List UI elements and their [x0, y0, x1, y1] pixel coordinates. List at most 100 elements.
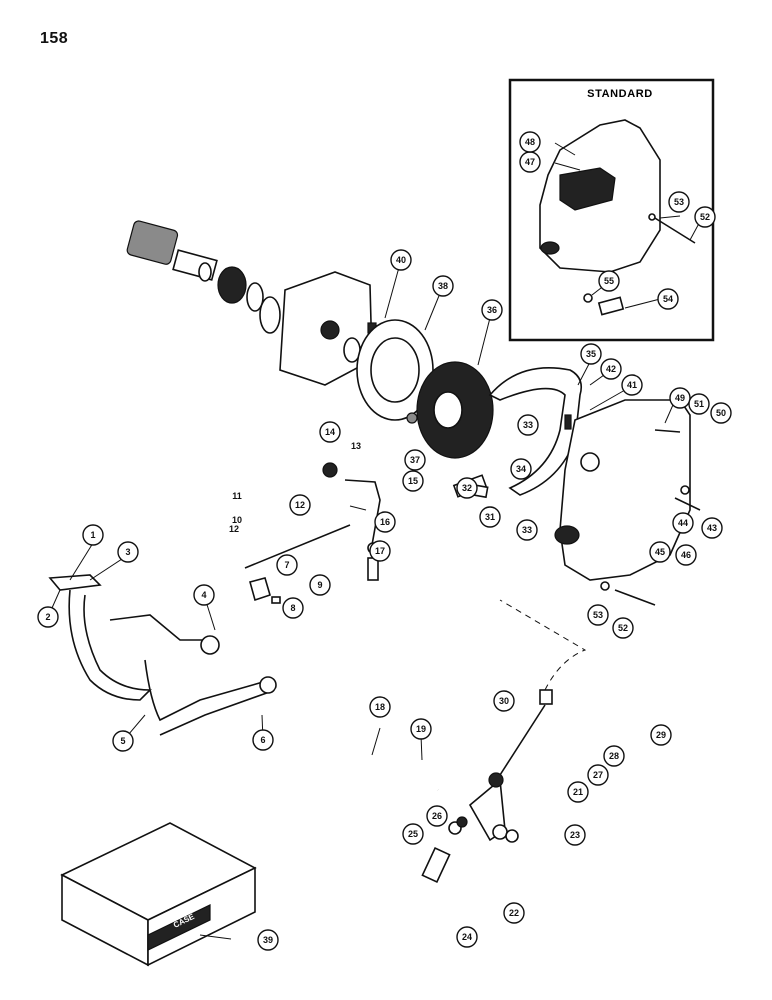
callout-39-number: 39	[263, 935, 273, 945]
callout-52b-number: 52	[618, 623, 628, 633]
callout-1: 1	[82, 524, 104, 546]
callout-7: 7	[276, 554, 298, 576]
callout-4-circle	[193, 584, 215, 606]
page-number: 158	[40, 30, 69, 47]
box-label-band	[147, 904, 211, 951]
label-10: 10	[232, 515, 242, 525]
callout-35: 35	[580, 343, 602, 365]
callout-32-circle	[456, 477, 478, 499]
callout-51-circle	[688, 393, 710, 415]
shaft-bearing	[217, 266, 247, 304]
bearing-race	[246, 282, 264, 312]
callout-30: 30	[493, 690, 515, 712]
shaft-assembly	[126, 220, 377, 386]
callout-54: 54	[657, 288, 679, 310]
callout-52b: 52	[612, 617, 634, 639]
callout-5-number: 5	[120, 736, 125, 746]
callout-31-number: 31	[485, 512, 495, 522]
brake-disc	[416, 361, 494, 459]
callout-14: 14	[319, 421, 341, 443]
pedal-assembly	[48, 574, 277, 736]
callout-27: 27	[587, 764, 609, 786]
callout-37: 37	[404, 449, 426, 471]
callout-32: 32	[456, 477, 478, 499]
callout-22-number: 22	[509, 908, 519, 918]
pedal-pad	[48, 574, 102, 591]
callout-16-number: 16	[380, 517, 390, 527]
band	[488, 367, 583, 496]
callout-48-circle	[519, 131, 541, 153]
callout-46: 46	[675, 544, 697, 566]
callout-4-number: 4	[201, 590, 206, 600]
callout-39-circle	[257, 929, 279, 951]
cover-shading	[559, 167, 616, 211]
nut-27	[488, 772, 504, 788]
callout-28: 28	[603, 745, 625, 767]
callout-22-circle	[503, 902, 525, 924]
label-12b: 12	[289, 494, 311, 516]
callout-1-circle	[82, 524, 104, 546]
callout-48: 48	[519, 131, 541, 153]
spring-17	[367, 557, 379, 581]
linkage-parts	[244, 462, 381, 604]
callout-17: 17	[369, 540, 391, 562]
callout-24: 24	[456, 926, 478, 948]
washer-55	[583, 293, 593, 303]
callout-33b-number: 33	[522, 525, 532, 535]
washer-53-inset	[648, 213, 656, 221]
callout-15-circle	[402, 470, 424, 492]
callout-29-number: 29	[656, 730, 666, 740]
callout-45-circle	[649, 541, 671, 563]
callout-44-circle	[672, 512, 694, 534]
linkage-path-dashed	[499, 599, 587, 691]
callout-26-number: 26	[432, 811, 442, 821]
bolt-52	[614, 589, 656, 606]
callout-18-number: 18	[375, 702, 385, 712]
callout-33b-circle	[516, 519, 538, 541]
callout-2-circle	[37, 606, 59, 628]
callout-19-number: 19	[416, 724, 426, 734]
callout-38-circle	[432, 275, 454, 297]
callout-39: 39	[257, 929, 279, 951]
disc-hub	[433, 391, 463, 429]
callout-43-number: 43	[707, 523, 717, 533]
callout-6-circle	[252, 729, 274, 751]
callout-17-circle	[369, 540, 391, 562]
callout-21-number: 21	[573, 787, 583, 797]
inset-title: STANDARD	[587, 88, 653, 100]
callout-43: 43	[701, 517, 723, 539]
callout-2: 2	[37, 606, 59, 628]
callout-44-number: 44	[678, 518, 688, 528]
callout-40-number: 40	[396, 255, 406, 265]
callout-33a-circle	[517, 414, 539, 436]
callout-32-number: 32	[462, 483, 472, 493]
callout-51: 51	[688, 393, 710, 415]
callout-3-circle	[117, 541, 139, 563]
callout-5-circle	[112, 730, 134, 752]
callout-33a: 33	[517, 414, 539, 436]
washer-44	[680, 485, 690, 495]
callout-35-circle	[580, 343, 602, 365]
callout-31-circle	[479, 506, 501, 528]
callout-4: 4	[193, 584, 215, 606]
callout-45-number: 45	[655, 547, 665, 557]
callout-34: 34	[510, 458, 532, 480]
callout-21: 21	[567, 781, 589, 803]
callout-47: 47	[519, 151, 541, 173]
callout-42-circle	[600, 358, 622, 380]
clevis	[539, 689, 553, 705]
rod-28	[499, 704, 546, 776]
callout-54-circle	[657, 288, 679, 310]
callout-40-circle	[390, 249, 412, 271]
pin-42	[564, 414, 572, 430]
callout-36-circle	[481, 299, 503, 321]
callout-38: 38	[432, 275, 454, 297]
callout-53b-number: 53	[593, 610, 603, 620]
pedal-arm-lower	[144, 659, 277, 736]
label-11: 11	[232, 491, 242, 501]
callout-14-number: 14	[325, 427, 335, 437]
shaft-seal	[198, 262, 212, 282]
callout-30-circle	[493, 690, 515, 712]
callout-19-circle	[410, 718, 432, 740]
callout-9: 9	[309, 574, 331, 596]
